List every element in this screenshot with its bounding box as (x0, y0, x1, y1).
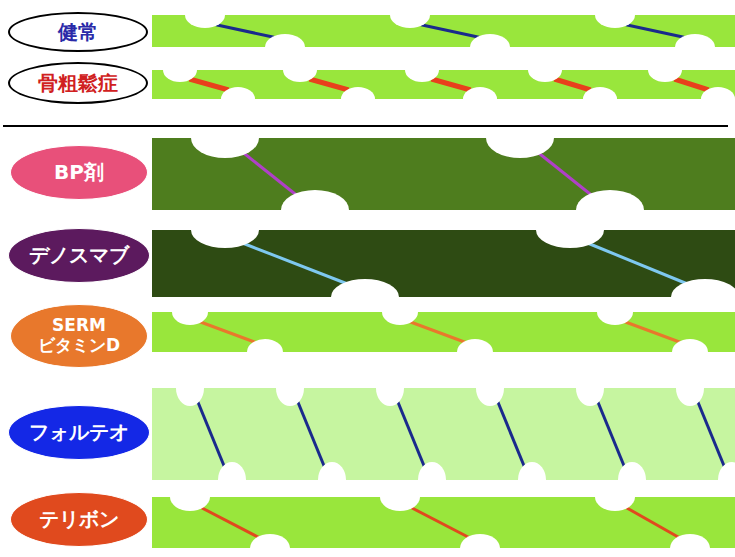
trabecular-link (421, 25, 479, 38)
drug-label-oval: デノスマブ (8, 228, 149, 283)
bone-hole (418, 462, 446, 498)
trabecular-link (589, 244, 687, 284)
trabecular-link (309, 79, 348, 90)
bone-hole (170, 483, 210, 511)
drug-label-oval: フォルテオ (8, 405, 149, 460)
bone-hole (283, 58, 317, 82)
trabecular-link (554, 79, 590, 90)
bone-hole (376, 370, 404, 406)
trabecular-link (398, 402, 425, 467)
bone-band (152, 312, 735, 352)
bone-hole (701, 87, 735, 111)
trabecular-link (216, 25, 274, 38)
bone-hole (382, 299, 418, 325)
bone-band-group (152, 212, 735, 315)
drug-label-oval: 骨粗鬆症 (8, 62, 148, 104)
drug-label-oval: 健常 (8, 12, 148, 52)
bone-hole (470, 34, 510, 60)
trabecular-link (244, 244, 347, 284)
trabecular-link (431, 79, 470, 90)
oval-label: 健常 (58, 21, 98, 44)
bone-hole (595, 2, 635, 28)
bone-hole (172, 299, 208, 325)
bone-hole (221, 87, 255, 111)
drug-label-oval: テリボン (10, 492, 148, 547)
bone-hole (390, 2, 430, 28)
bone-hole (176, 370, 204, 406)
bone-hole (672, 339, 708, 365)
trabecular-link (674, 79, 708, 90)
bone-hole (276, 370, 304, 406)
bone-band-group (152, 58, 735, 111)
drug-label-oval: SERM ビタミンD (10, 304, 148, 368)
bone-hole (191, 118, 259, 158)
trabecular-link (598, 402, 625, 467)
oval-label: 骨粗鬆症 (38, 72, 118, 95)
bone-hole (718, 462, 735, 498)
trabecular-link (189, 79, 228, 90)
trabecular-link (498, 402, 525, 467)
bone-band-group (152, 370, 735, 498)
drug-label-oval: BP剤 (10, 145, 148, 200)
oval-label: SERM ビタミンD (31, 316, 127, 355)
bone-band (152, 497, 735, 548)
bone-hole (457, 339, 493, 365)
divider-line (3, 125, 728, 127)
bone-hole (250, 534, 290, 557)
bone-hole (583, 87, 617, 111)
bone-hole (265, 34, 305, 60)
bone-hole (281, 190, 349, 230)
oval-label: テリボン (39, 508, 119, 531)
bone-hole (163, 58, 197, 82)
trabecular-link (410, 322, 465, 343)
trabecular-link (539, 153, 592, 195)
bone-hole (671, 279, 735, 315)
trabecular-link (625, 322, 680, 343)
bone-band-group (152, 2, 735, 60)
trabecular-link (626, 508, 679, 538)
bone-hole (341, 87, 375, 111)
bone-hole (518, 462, 546, 498)
trabecular-link (698, 402, 725, 467)
trabecular-link (200, 322, 255, 343)
oval-label: フォルテオ (29, 421, 129, 444)
bone-hole (676, 370, 704, 406)
bone-hole (460, 534, 500, 557)
oval-label: BP剤 (54, 161, 104, 184)
bone-hole (380, 483, 420, 511)
trabecular-link (626, 25, 684, 38)
trabecular-link (244, 153, 297, 195)
bone-hole (595, 483, 635, 511)
bone-hole (670, 534, 710, 557)
bone-hole (405, 58, 439, 82)
bone-hole (185, 2, 225, 28)
bone-hole (486, 118, 554, 158)
bone-band-group (152, 118, 735, 230)
bone-hole (597, 299, 633, 325)
bone-band (152, 15, 735, 47)
bone-hole (675, 34, 715, 60)
bone-hole (318, 462, 346, 498)
bone-hole (191, 212, 259, 248)
bone-hole (576, 370, 604, 406)
oval-label: デノスマブ (29, 244, 129, 267)
trabecular-link (201, 508, 259, 538)
bone-hole (648, 58, 682, 82)
bone-band-group (152, 299, 735, 365)
bone-hole (536, 212, 604, 248)
bone-band-group (152, 483, 735, 557)
trabecular-link (198, 402, 225, 467)
bone-hole (528, 58, 562, 82)
bone-hole (463, 87, 497, 111)
bone-hole (218, 462, 246, 498)
trabecular-link (298, 402, 325, 467)
bone-hole (476, 370, 504, 406)
bone-hole (247, 339, 283, 365)
trabecular-link (411, 508, 469, 538)
